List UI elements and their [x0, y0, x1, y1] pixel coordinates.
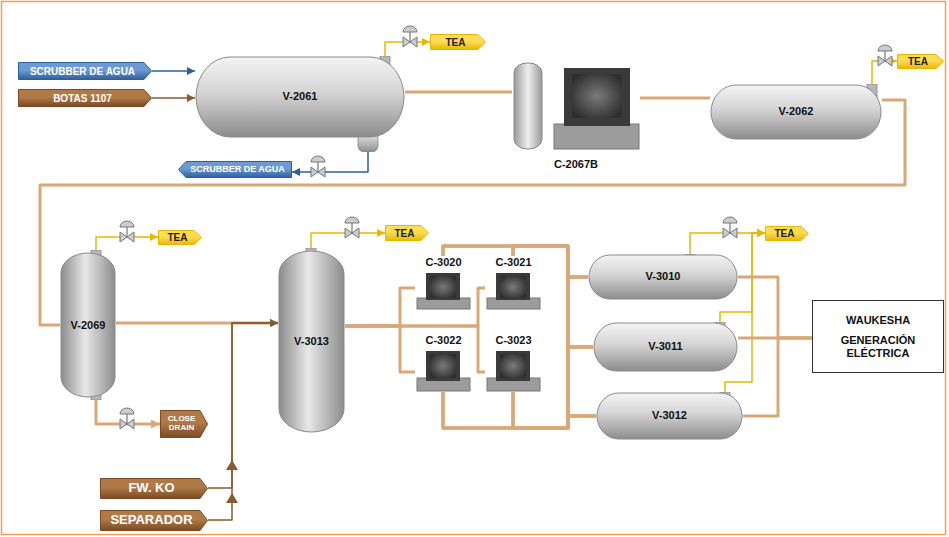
- flow-arrow: [226, 460, 238, 470]
- pipe-line: [443, 246, 588, 277]
- compressor-symbol: [485, 350, 542, 392]
- pipe-line: [725, 233, 765, 392]
- pipe-line: [743, 338, 812, 416]
- node-label: V-3012: [652, 409, 687, 421]
- compressor-unit: C-3020: [415, 256, 472, 310]
- horizontal-vessel: V-3012: [596, 392, 743, 440]
- node-label: C-2067B: [554, 158, 598, 170]
- compressor-unit: C-2067B: [512, 62, 640, 170]
- pipe-line: [345, 288, 485, 326]
- compressor-symbol: [485, 272, 542, 310]
- node-label: V-3010: [646, 270, 681, 282]
- node-label: V-2062: [779, 105, 814, 117]
- control-valve: [120, 221, 134, 242]
- flare-tag: TEA: [158, 230, 202, 245]
- pipe-line: [872, 61, 897, 84]
- pipe-line: [443, 392, 596, 428]
- compressor-symbol: [512, 62, 640, 150]
- compressor-picture: [415, 350, 472, 392]
- inlet-tag: BOTAS 1107: [18, 89, 152, 107]
- node-label: V-2069: [71, 319, 106, 331]
- pipe-line: [738, 277, 812, 338]
- node-label: SCRUBBER DE AGUA: [30, 66, 135, 77]
- pipe-line: [345, 326, 485, 372]
- node-label: SEPARADOR: [110, 513, 192, 527]
- node-label: TEA: [775, 228, 795, 239]
- compressor-unit: C-3023: [485, 334, 542, 392]
- node-label: C-3022: [425, 334, 461, 346]
- horizontal-vessel: V-3011: [593, 322, 738, 372]
- compressor-picture: [415, 272, 472, 310]
- flare-tag: TEA: [430, 34, 486, 50]
- vessel-shape: [195, 56, 405, 152]
- node-label: TEA: [395, 228, 415, 239]
- node-label: TEA: [168, 232, 188, 243]
- pipe-line: [208, 323, 278, 488]
- pipe-line: [345, 288, 415, 326]
- compressor-unit: C-3021: [485, 256, 542, 310]
- node-label: V-2061: [283, 90, 318, 102]
- vertical-vessel: V-2069: [60, 250, 116, 400]
- flare-tag: TEA: [897, 54, 944, 69]
- pipe-line: [152, 97, 195, 99]
- node-label: SCRUBBER DE AGUA: [190, 165, 285, 175]
- compressor-symbol: [415, 350, 472, 392]
- flare-tag: TEA: [765, 226, 809, 241]
- control-valve: [311, 156, 325, 177]
- vertical-vessel: V-3013: [278, 248, 345, 435]
- node-label: WAUKESHA: [846, 314, 910, 326]
- control-valve: [403, 26, 417, 47]
- source-tag: SEPARADOR: [100, 510, 208, 531]
- drain-tag: CLOSE DRAIN: [160, 410, 208, 438]
- pipe-line: [513, 392, 596, 428]
- node-label: TEA: [446, 37, 466, 48]
- compressor-picture: [485, 350, 542, 392]
- control-valve: [345, 217, 359, 238]
- flow-arrow: [226, 493, 238, 503]
- horizontal-vessel: V-2062: [710, 84, 882, 140]
- node-label: FW. KO: [128, 481, 174, 495]
- node-label: V-3011: [648, 340, 682, 352]
- source-tag: FW. KO: [100, 478, 208, 499]
- pipe-line: [443, 246, 593, 347]
- pipe-line: [405, 91, 512, 94]
- control-valve: [723, 217, 737, 238]
- pipe-line: [690, 233, 765, 254]
- outlet-tag: SCRUBBER DE AGUA: [178, 161, 292, 178]
- compressor-picture: [512, 62, 640, 150]
- pipe-line: [292, 152, 368, 172]
- node-label: CLOSE DRAIN: [164, 415, 199, 433]
- node-label: C-3021: [495, 256, 531, 268]
- node-label: V-3013: [294, 335, 329, 347]
- compressor-unit: C-3022: [415, 334, 472, 392]
- compressor-picture: [485, 272, 542, 310]
- generator-box: WAUKESHA GENERACIÓN ELÉCTRICA: [812, 300, 944, 373]
- node-label: C-3020: [425, 256, 461, 268]
- flare-tag: TEA: [385, 225, 429, 241]
- compressor-symbol: [415, 272, 472, 310]
- node-label: TEA: [908, 56, 928, 67]
- pipe-line: [208, 323, 278, 520]
- pipe-line: [152, 70, 195, 72]
- control-valve: [120, 408, 134, 429]
- pipe-line: [96, 237, 158, 250]
- pipe-line: [640, 97, 710, 100]
- horizontal-vessel: V-3010: [588, 254, 738, 300]
- node-label: GENERACIÓN ELÉCTRICA: [819, 334, 937, 358]
- node-label: BOTAS 1107: [53, 93, 112, 104]
- control-valve: [878, 45, 892, 66]
- node-label: C-3023: [495, 334, 531, 346]
- inlet-tag: SCRUBBER DE AGUA: [18, 62, 152, 80]
- pipe-line: [345, 326, 415, 372]
- horizontal-vessel: V-2061: [195, 56, 405, 152]
